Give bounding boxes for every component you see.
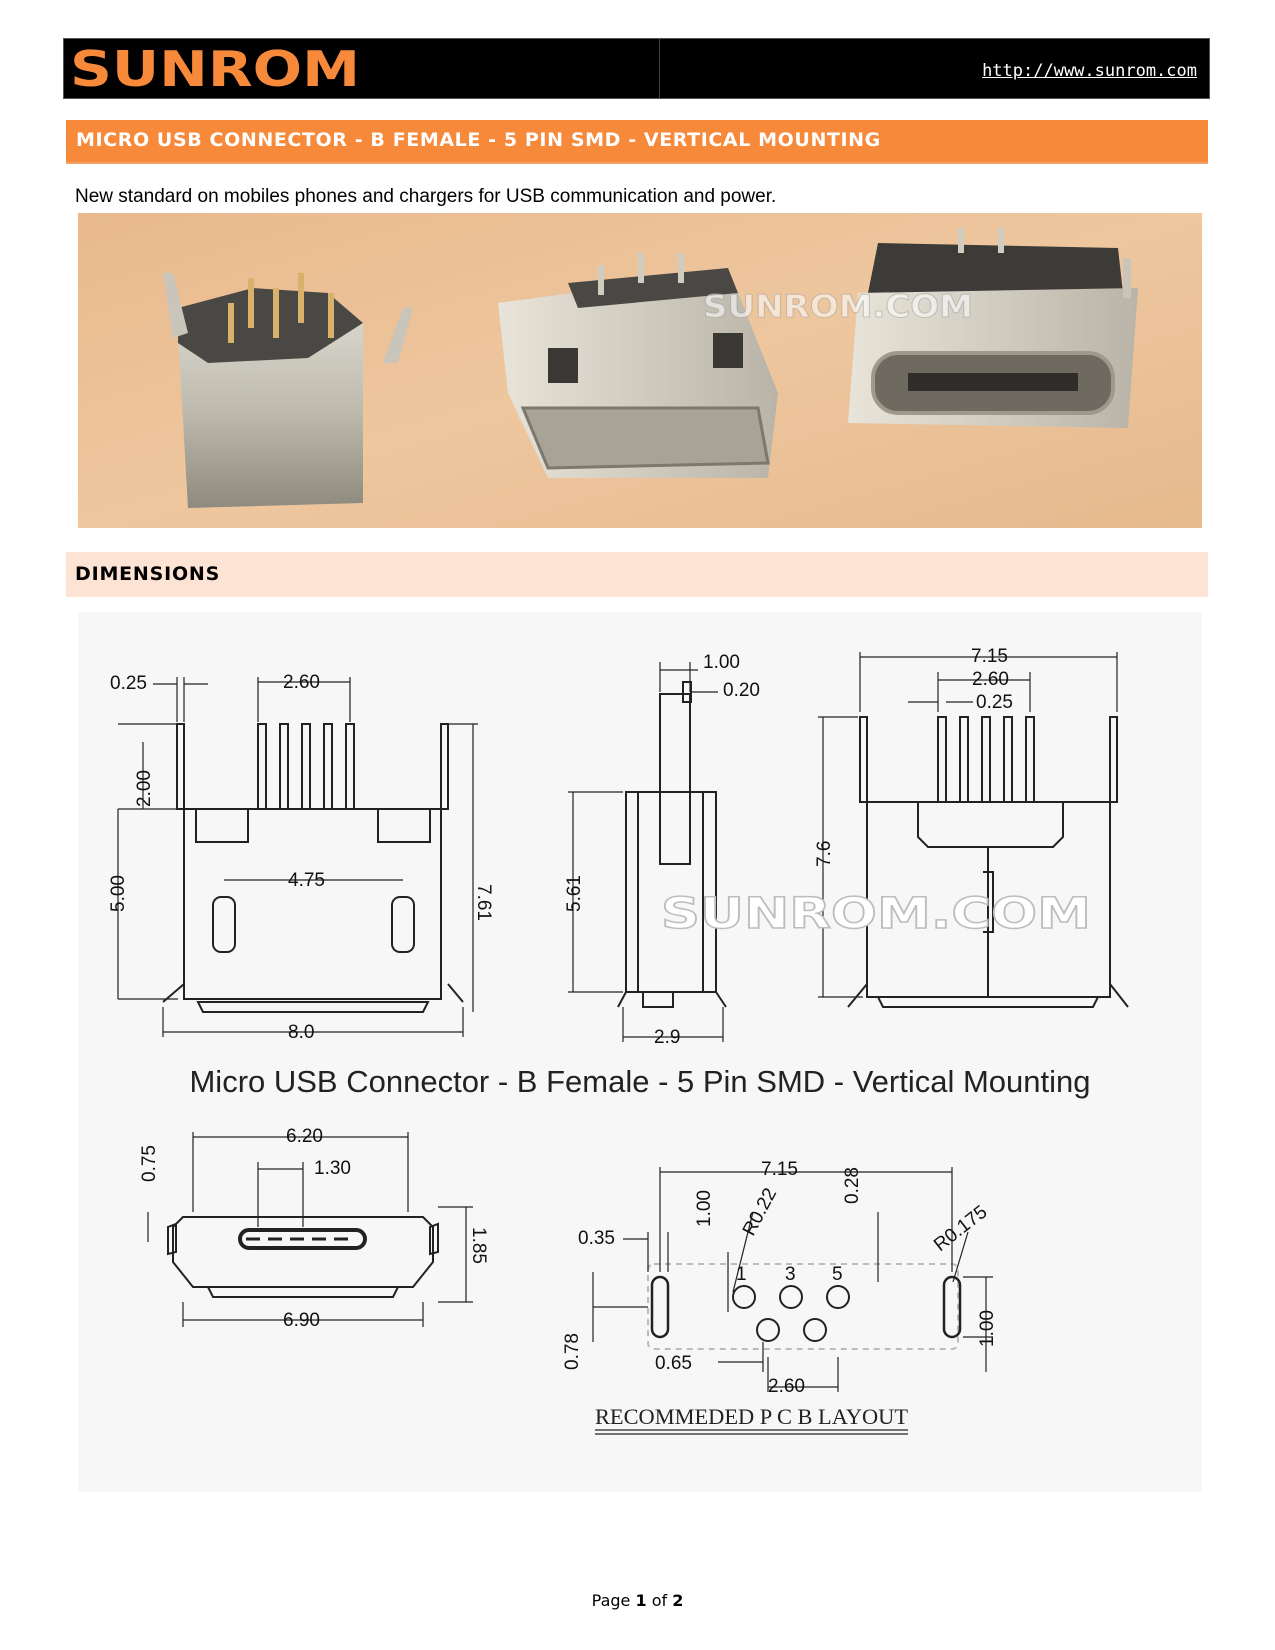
pcb-dim-0-65: 0.65 (655, 1353, 692, 1374)
product-title: MICRO USB CONNECTOR - B FEMALE - 5 PIN S… (76, 129, 881, 151)
drawing-watermark: SUNROM.COM (661, 889, 1091, 939)
footer-of: of (651, 1591, 668, 1610)
page-footer: Page 1 of 2 (0, 1591, 1275, 1610)
front-dim-4-75: 4.75 (288, 870, 325, 891)
side-dim-5-61: 5.61 (564, 875, 585, 912)
connector-photo-1 (163, 273, 413, 508)
pcb-dim-0-78: 0.78 (562, 1333, 583, 1370)
pcb-layout-title: RECOMMEDED P C B LAYOUT (595, 1404, 909, 1429)
connector-photo-3 (848, 228, 1138, 428)
end-dim-0-75: 0.75 (139, 1145, 160, 1182)
pcb-layout-view (592, 1167, 993, 1435)
front-dim-5-00: 5.00 (108, 875, 129, 912)
pcb-dim-1-00-a: 1.00 (694, 1190, 715, 1227)
front-dim-0-25: 0.25 (110, 673, 147, 694)
side-dim-0-20: 0.20 (723, 680, 760, 701)
front-dim-7-61: 7.61 (473, 884, 494, 921)
side-view (568, 662, 727, 1042)
sunrom-logo: SUNROM (70, 41, 370, 98)
front-dim-2-60: 2.60 (283, 672, 320, 693)
end-view (147, 1132, 473, 1327)
product-description: New standard on mobiles phones and charg… (75, 186, 777, 207)
back-view (818, 652, 1129, 1008)
end-dim-1-30: 1.30 (314, 1158, 351, 1179)
website-link[interactable]: http://www.sunrom.com (982, 61, 1197, 81)
footer-page-prefix: Page (591, 1591, 631, 1610)
pcb-dim-1-00-b: 1.00 (977, 1310, 998, 1347)
pcb-pin-label-1: 1 (736, 1264, 747, 1285)
back-dim-2-60: 2.60 (972, 669, 1009, 690)
back-dim-0-25: 0.25 (976, 692, 1013, 713)
back-dim-7-15: 7.15 (971, 646, 1008, 667)
product-photo: SUNROM.COM (78, 213, 1202, 528)
end-dim-1-85: 1.85 (468, 1227, 489, 1264)
side-dim-2-9: 2.9 (654, 1027, 680, 1048)
pcb-pin-label-5: 5 (832, 1264, 843, 1285)
front-dim-2-00: 2.00 (134, 770, 155, 807)
header-bar: SUNROM http://www.sunrom.com (63, 38, 1210, 99)
pcb-pin-label-3: 3 (785, 1264, 796, 1285)
end-dim-6-20: 6.20 (286, 1126, 323, 1147)
dimensions-heading-bar: DIMENSIONS (66, 552, 1208, 597)
end-dim-6-90: 6.90 (283, 1310, 320, 1331)
pcb-dim-0-28: 0.28 (842, 1167, 863, 1204)
pcb-dim-0-35: 0.35 (578, 1228, 615, 1249)
connector-photo-2 (498, 253, 778, 478)
footer-page-total: 2 (672, 1591, 684, 1610)
dimensions-heading: DIMENSIONS (75, 563, 221, 585)
footer-page-number: 1 (635, 1591, 647, 1610)
title-bar: MICRO USB CONNECTOR - B FEMALE - 5 PIN S… (66, 120, 1208, 164)
front-view (117, 677, 478, 1037)
pcb-dim-2-60: 2.60 (768, 1376, 805, 1397)
dimension-drawing: 0.25 2.60 2.00 5.00 4.75 7.61 8.0 1.0 (78, 612, 1202, 1492)
back-dim-7-6: 7.6 (814, 841, 835, 867)
side-dim-1-00: 1.00 (703, 652, 740, 673)
header-divider (659, 39, 660, 98)
pcb-dim-7-15: 7.15 (761, 1159, 798, 1180)
photo-watermark: SUNROM.COM (703, 289, 973, 325)
drawing-caption: Micro USB Connector - B Female - 5 Pin S… (189, 1064, 1090, 1099)
front-dim-8-0: 8.0 (288, 1022, 314, 1043)
svg-text:SUNROM: SUNROM (70, 45, 360, 93)
